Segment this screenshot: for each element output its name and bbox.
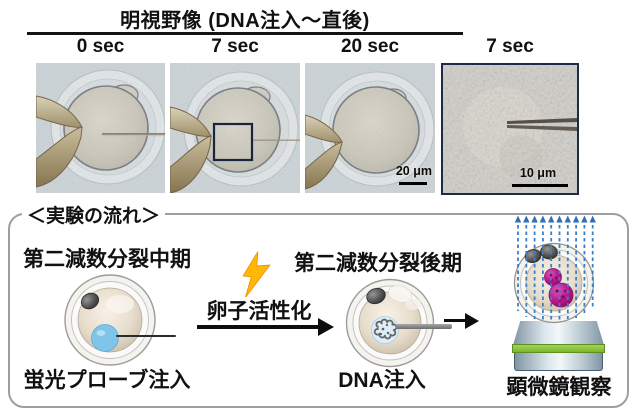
step1-title: 第二減数分裂中期 — [23, 248, 191, 271]
scale-bar-label-20um: 20 μm — [395, 164, 432, 178]
step3-caption: 顕微鏡観察 — [506, 376, 612, 399]
figure-title: 明視野像 (DNA注入〜直後) — [120, 10, 370, 32]
panel-2-time-label: 7 sec — [211, 36, 259, 57]
injection-needle-tip — [507, 118, 577, 124]
chromatin-magenta-large — [548, 282, 574, 308]
egg-observation-diagram — [512, 241, 596, 330]
microscope-objective-green-band — [512, 344, 605, 353]
fluorescent-probe — [91, 324, 119, 352]
polar-body — [80, 292, 100, 310]
roi-box — [212, 122, 254, 162]
polar-body — [540, 244, 558, 260]
title-underline — [27, 32, 463, 35]
scale-bar-10um — [512, 184, 568, 187]
next-step-arrow-head — [465, 312, 479, 329]
egg-metaphase-diagram — [62, 272, 158, 373]
panel-1-time-label: 0 sec — [76, 36, 125, 57]
flow-heading: ＜実験の流れ＞ — [22, 201, 166, 228]
activation-arrow-head — [318, 318, 334, 336]
activation-arrow — [197, 325, 319, 329]
microscope-objective-body — [514, 353, 603, 371]
activation-label: 卵子活性化 — [206, 300, 312, 323]
light-rays-icon — [514, 215, 596, 326]
micrograph-20sec — [305, 63, 435, 193]
chromatin-magenta-small — [544, 268, 562, 286]
step1-caption: 蛍光プローブ注入 — [23, 369, 191, 392]
scale-bar-label-10um: 10 μm — [519, 166, 557, 180]
injected-dna — [371, 316, 399, 344]
flow-box — [8, 213, 629, 408]
scale-bar-20um — [399, 182, 427, 185]
micrograph-7sec — [170, 63, 300, 193]
step2-title: 第二減数分裂後期 — [294, 252, 462, 275]
micrograph-7sec-inset — [441, 63, 579, 195]
microscope-objective-top — [513, 321, 604, 345]
dna-injection-needle — [396, 324, 452, 329]
lightning-bolt-icon — [240, 251, 274, 302]
probe-injection-needle — [116, 335, 176, 337]
polar-body — [366, 287, 386, 305]
micrograph-0sec — [36, 63, 165, 193]
panel-4-time-label: 7 sec — [486, 36, 534, 57]
egg-anaphase-diagram — [344, 277, 436, 374]
step2-caption: DNA注入 — [338, 369, 426, 392]
panel-3-time-label: 20 sec — [340, 36, 400, 57]
next-step-arrow — [444, 318, 466, 322]
